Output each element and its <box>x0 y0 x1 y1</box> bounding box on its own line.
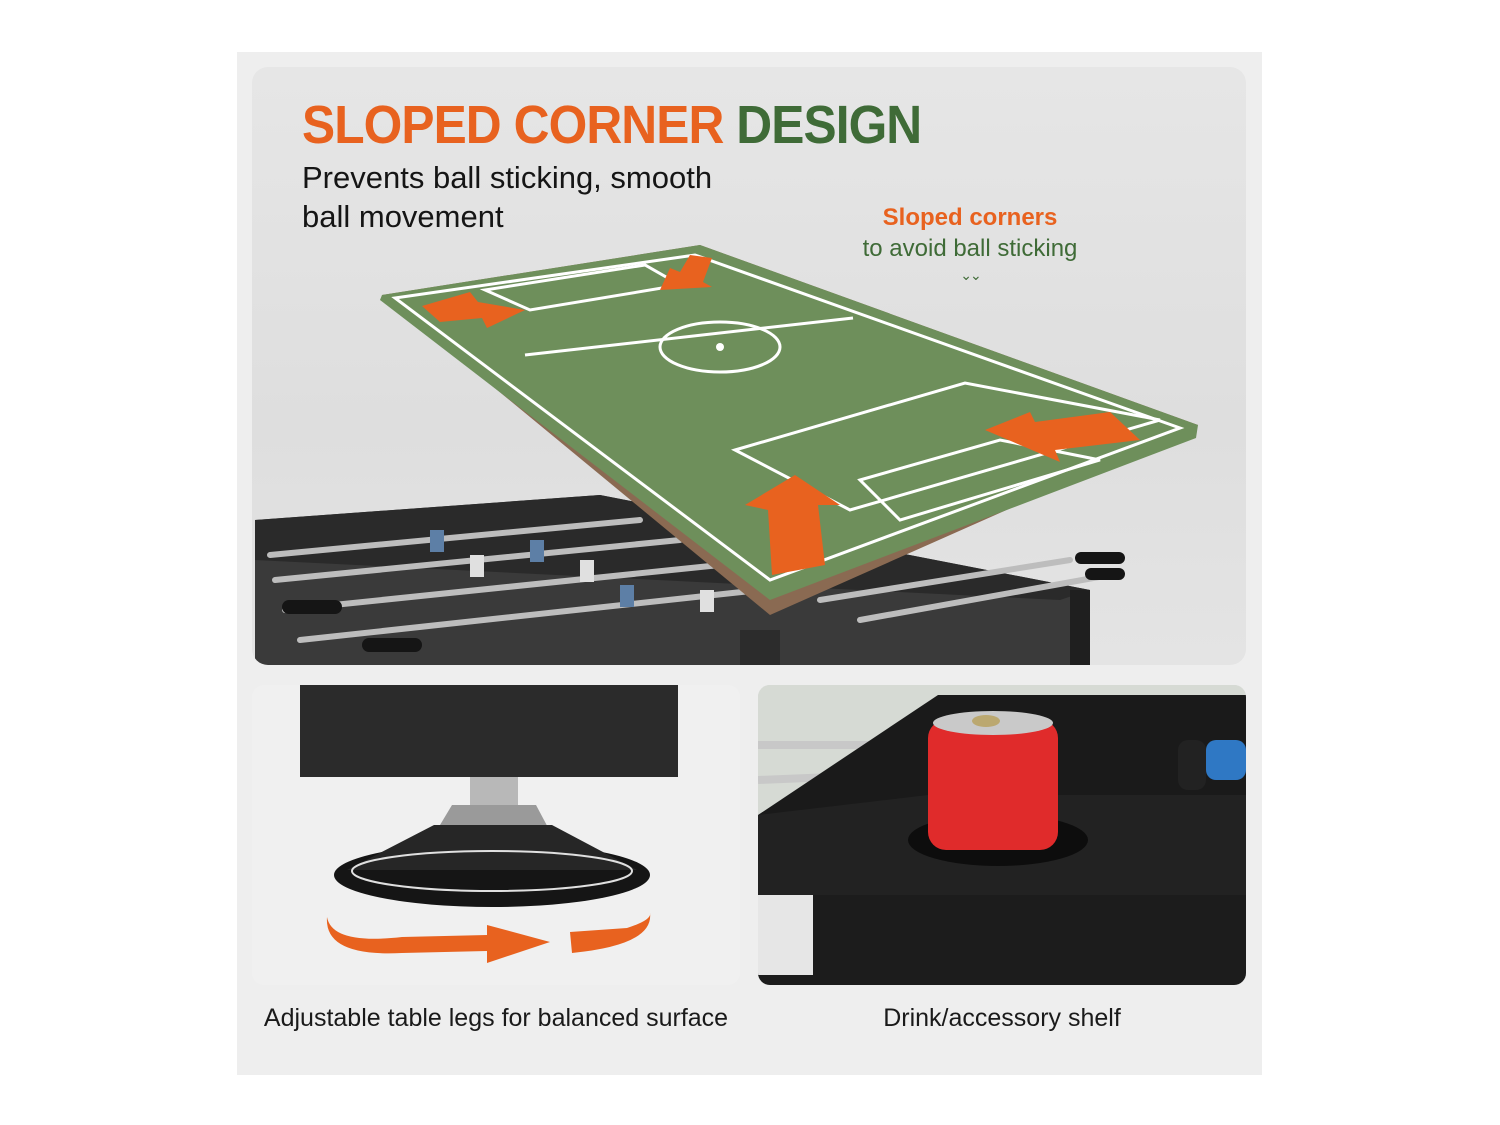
drink-shelf-image <box>758 685 1246 985</box>
headline: SLOPED CORNER DESIGN <box>302 94 922 156</box>
orange-arrow-icon <box>422 255 1140 575</box>
floating-playfield <box>380 245 1198 615</box>
hero-panel: SLOPED CORNER DESIGN Prevents ball stick… <box>252 67 1246 665</box>
foosball-rods <box>267 517 1113 643</box>
annotation: Sloped corners to avoid ball sticking ⌄⌄ <box>840 203 1100 283</box>
headline-orange: SLOPED CORNER <box>302 95 724 155</box>
annotation-heading: Sloped corners <box>882 204 1058 231</box>
table-leg <box>300 685 678 777</box>
drink-shelf-panel <box>758 685 1246 985</box>
rod-handles <box>282 552 1125 652</box>
handle <box>1178 740 1206 790</box>
caption-legs: Adjustable table legs for balanced surfa… <box>263 1004 729 1032</box>
foosball-table-illustration <box>255 245 1198 665</box>
caption-shelf: Drink/accessory shelf <box>883 1004 1121 1032</box>
subtitle: Prevents ball sticking, smooth ball move… <box>302 160 713 234</box>
adjustable-leg-image <box>300 685 678 963</box>
leg-detail-panel <box>252 685 740 985</box>
headline-green: DESIGN <box>736 95 922 155</box>
annotation-text: to avoid ball sticking <box>862 235 1078 262</box>
double-chevron-down-icon: ⌄⌄ <box>960 267 981 283</box>
foosball-players <box>430 530 714 612</box>
rotate-arrow-icon <box>326 913 651 963</box>
red-can <box>928 720 1058 850</box>
